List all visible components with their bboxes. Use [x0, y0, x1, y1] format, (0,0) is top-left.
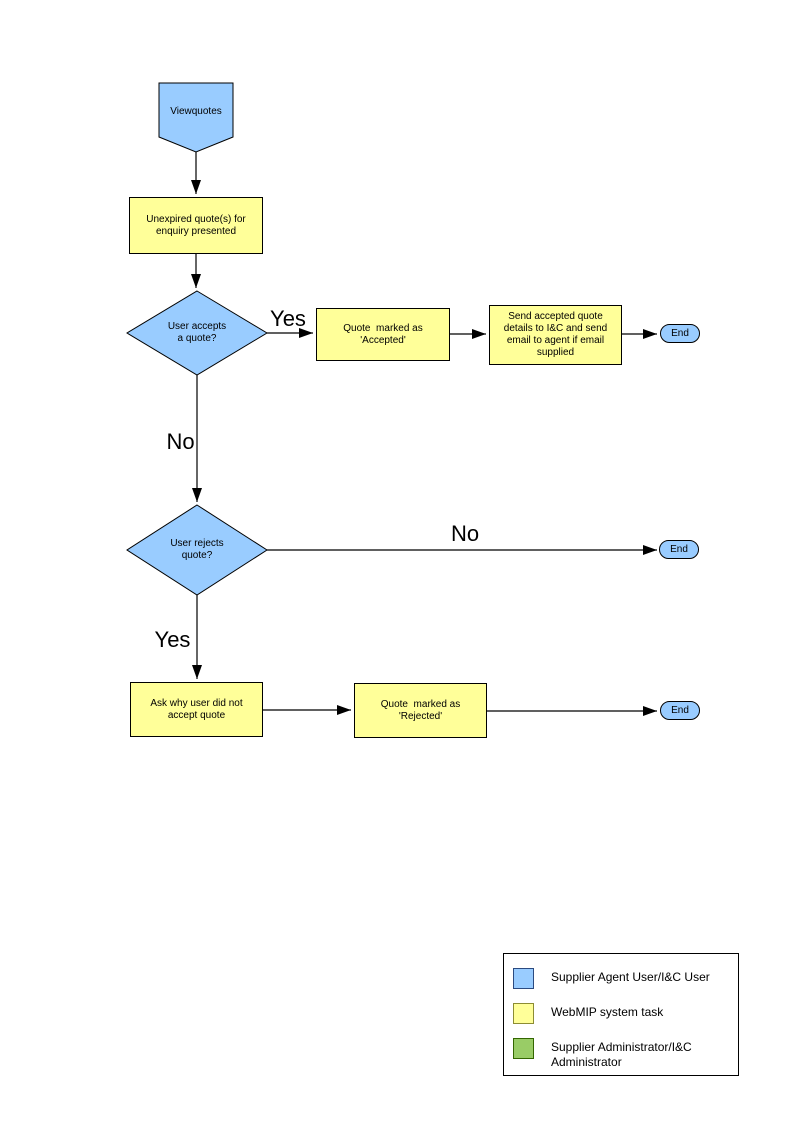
ask-node: Ask why user did not accept quote — [130, 682, 263, 737]
accept-decision-label: User accepts a quote? — [167, 321, 227, 344]
edge-label-reject-no: No — [450, 521, 480, 546]
end-terminator-3: End — [660, 701, 700, 720]
legend-swatch-green — [513, 1038, 534, 1059]
legend-label: WebMIP system task — [551, 1005, 664, 1019]
reject-decision-label: User rejects quote? — [170, 538, 224, 561]
legend-label: Supplier Agent User/I&C User — [551, 970, 710, 984]
rejected-node: Quote marked as 'Rejected' — [354, 683, 487, 738]
present-node: Unexpired quote(s) for enquiry presented — [129, 197, 263, 254]
send-node: Send accepted quote details to I&C and s… — [489, 305, 622, 365]
legend-label: Supplier Administrator/I&C Administrator — [551, 1040, 692, 1069]
edge-label-reject-yes: Yes — [154, 627, 191, 652]
edge-label-accept-yes: Yes — [270, 306, 306, 331]
start-node-label: Viewquotes — [170, 106, 222, 117]
end-terminator-2: End — [659, 540, 699, 559]
legend: Supplier Agent User/I&C User WebMIP syst… — [503, 953, 739, 1076]
edge-label-accept-no: No — [166, 429, 195, 454]
legend-item-supplier-administrator: Supplier Administrator/I&C Administrator — [513, 1038, 692, 1070]
legend-swatch-yellow — [513, 1003, 534, 1024]
accepted-node: Quote marked as 'Accepted' — [316, 308, 450, 361]
legend-item-webmip-system-task: WebMIP system task — [513, 1003, 663, 1024]
end-terminator-1: End — [660, 324, 700, 343]
start-pentagon-shape — [158, 82, 234, 153]
legend-swatch-blue — [513, 968, 534, 989]
legend-item-supplier-agent-user: Supplier Agent User/I&C User — [513, 968, 710, 989]
